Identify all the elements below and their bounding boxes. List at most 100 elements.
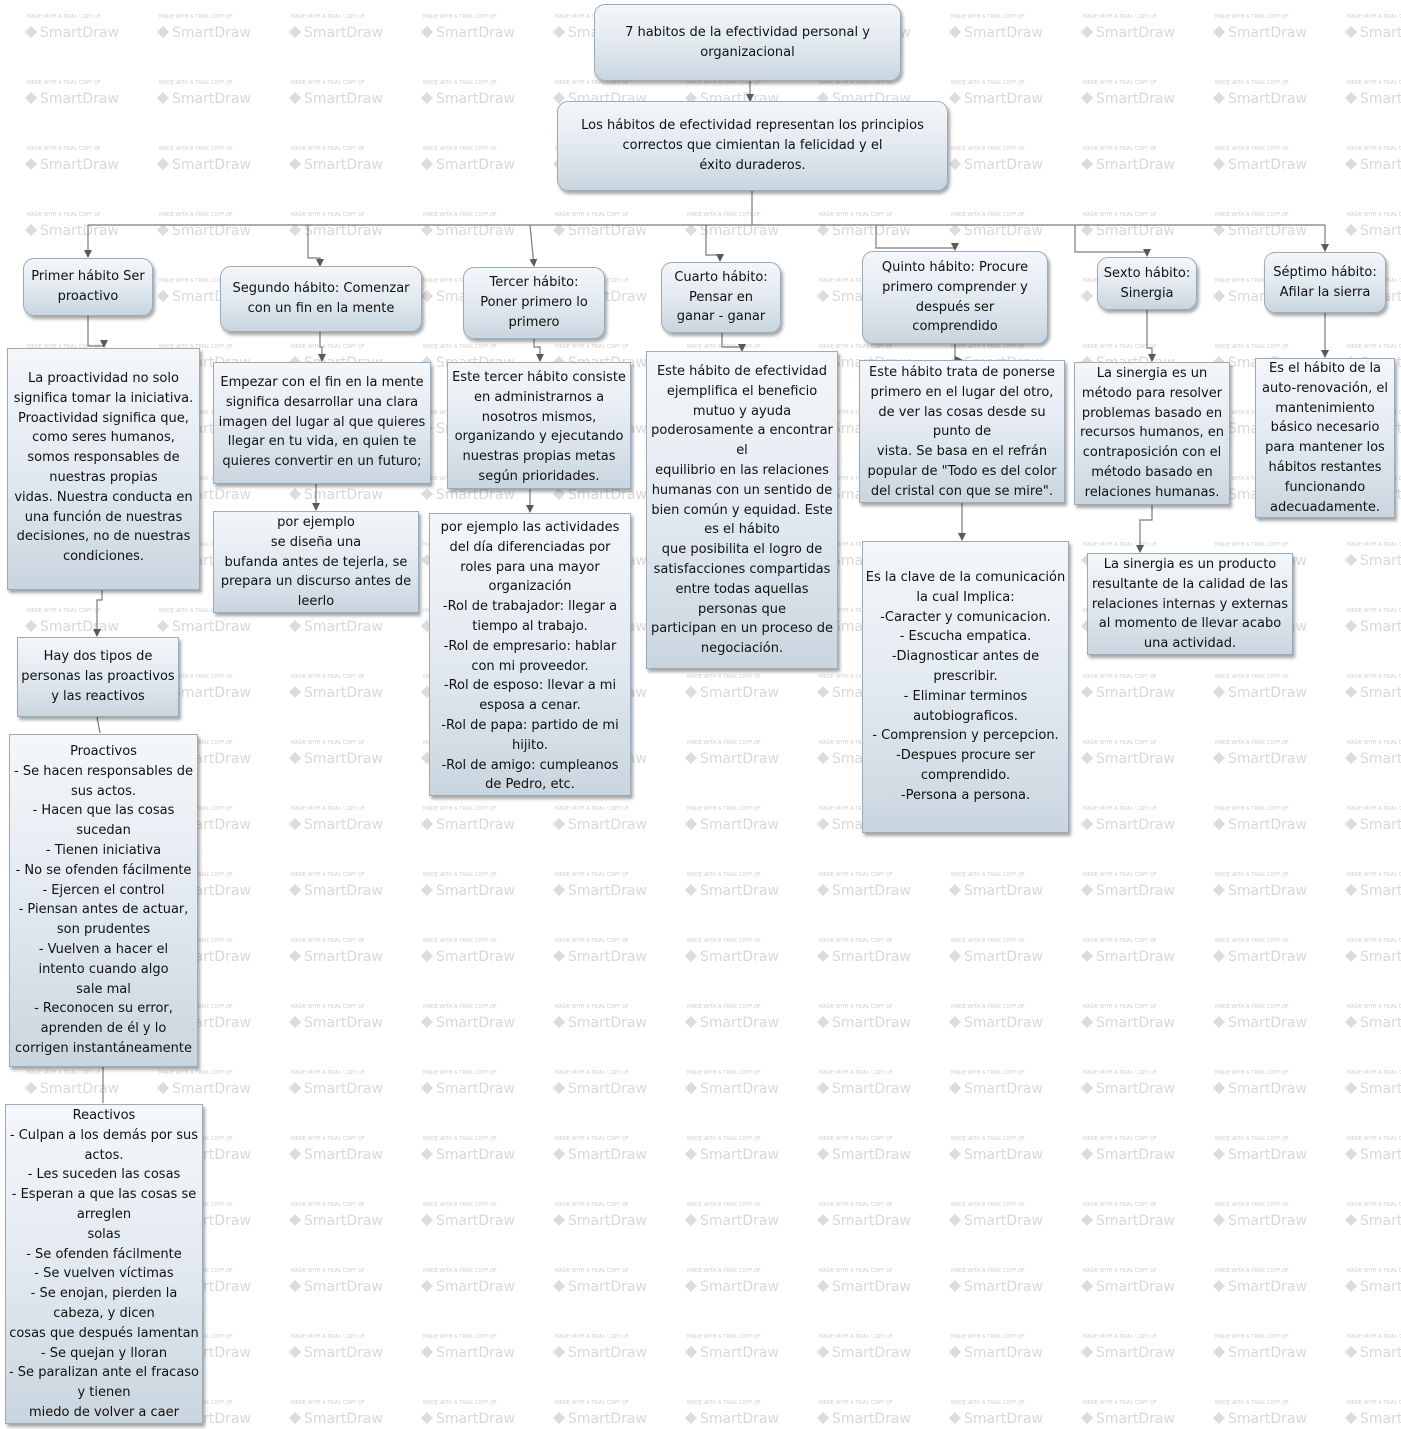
watermark-small-text: MADE WITH A TRIAL COPY OF [687, 674, 761, 680]
smartdraw-logo-icon [289, 752, 301, 764]
watermark-small-text: MADE WITH A TRIAL COPY OF [1215, 212, 1289, 218]
watermark-small-text: MADE WITH A TRIAL COPY OF [951, 1268, 1025, 1274]
watermark-small-text: MADE WITH A TRIAL COPY OF [423, 806, 497, 812]
smartdraw-logo-icon [421, 26, 433, 38]
smartdraw-logo-icon [817, 224, 829, 236]
watermark-brand-text: SmartDraw [700, 1015, 779, 1031]
smartdraw-logo-icon [685, 884, 697, 896]
watermark-small-text: MADE WITH A TRIAL COPY OF [819, 938, 893, 944]
watermark-small-text: MADE WITH A TRIAL COPY OF [423, 1334, 497, 1340]
watermark-small-text: MADE WITH A TRIAL COPY OF [1215, 938, 1289, 944]
watermark-small-text: MADE WITH A TRIAL COPY OF [291, 344, 365, 350]
smartdraw-logo-icon [553, 950, 565, 962]
watermark-brand-text: SmartDraw [436, 949, 515, 965]
watermark-small-text: MADE WITH A TRIAL COPY OF [819, 1334, 893, 1340]
watermark-brand-text: SmartDraw [964, 1081, 1043, 1097]
watermark-brand-text: SmartDraw [1360, 25, 1401, 41]
watermark-small-text: MADE WITH A TRIAL COPY OF [1083, 674, 1157, 680]
habit5-key: Es la clave de la comunicación la cual I… [865, 570, 1066, 803]
smartdraw-logo-icon [817, 950, 829, 962]
watermark-brand-text: SmartDraw [832, 949, 911, 965]
watermark-brand-text: SmartDraw [1360, 1147, 1401, 1163]
watermark-small-text: MADE WITH A TRIAL COPY OF [159, 278, 233, 284]
habit2-description: Empezar con el fin en la mente significa… [218, 375, 426, 470]
watermark-small-text: MADE WITH A TRIAL COPY OF [423, 212, 497, 218]
smartdraw-logo-icon [553, 224, 565, 236]
smartdraw-logo-icon [685, 1148, 697, 1160]
watermark-small-text: MADE WITH A TRIAL COPY OF [555, 806, 629, 812]
smartdraw-logo-icon [1345, 554, 1357, 566]
watermark-small-text: MADE WITH A TRIAL COPY OF [159, 80, 233, 86]
watermark-brand-text: SmartDraw [1228, 157, 1307, 173]
smartdraw-logo-icon [157, 290, 169, 302]
watermark-brand-text: SmartDraw [304, 91, 383, 107]
connector-intro-bus [88, 190, 1325, 226]
watermark-small-text: MADE WITH A TRIAL COPY OF [1083, 740, 1157, 746]
watermark-brand-text: SmartDraw [1360, 223, 1401, 239]
watermark-small-text: MADE WITH A TRIAL COPY OF [951, 14, 1025, 20]
smartdraw-logo-icon [421, 1280, 433, 1292]
smartdraw-logo-icon [1213, 818, 1225, 830]
habit2-title-box: Segundo hábito: Comenzar con un fin en l… [220, 266, 422, 332]
watermark-small-text: MADE WITH A TRIAL COPY OF [1215, 1334, 1289, 1340]
connector-h1-desc [87, 316, 108, 348]
habit3-description: Este tercer hábito consiste en administr… [452, 370, 626, 484]
watermark-brand-text: SmartDraw [304, 1213, 383, 1229]
watermark-brand-text: SmartDraw [172, 25, 251, 41]
habit3-title-box: Tercer hábito: Poner primero lo primero [463, 267, 605, 339]
watermark-brand-text: SmartDraw [304, 487, 383, 503]
smartdraw-logo-icon [949, 1148, 961, 1160]
watermark-brand-text: SmartDraw [304, 157, 383, 173]
smartdraw-logo-icon [817, 1082, 829, 1094]
watermark-small-text: MADE WITH A TRIAL COPY OF [819, 1268, 893, 1274]
watermark-brand-text: SmartDraw [1228, 223, 1307, 239]
watermark-small-text: MADE WITH A TRIAL COPY OF [423, 872, 497, 878]
watermark-brand-text: SmartDraw [1096, 1081, 1175, 1097]
watermark-small-text: MADE WITH A TRIAL COPY OF [291, 1400, 365, 1406]
watermark-small-text: MADE WITH A TRIAL COPY OF [1215, 1268, 1289, 1274]
watermark-brand-text: SmartDraw [436, 223, 515, 239]
watermark-brand-text: SmartDraw [304, 1345, 383, 1361]
watermark-brand-text: SmartDraw [964, 1015, 1043, 1031]
watermark-brand-text: SmartDraw [700, 817, 779, 833]
watermark-brand-text: SmartDraw [1228, 1345, 1307, 1361]
watermark-brand-text: SmartDraw [1228, 1015, 1307, 1031]
habit1-types-box: Hay dos tipos de personas las proactivos… [17, 637, 179, 717]
watermark-small-text: MADE WITH A TRIAL COPY OF [1215, 278, 1289, 284]
watermark-small-text: MADE WITH A TRIAL COPY OF [819, 1004, 893, 1010]
watermark-small-text: MADE WITH A TRIAL COPY OF [687, 740, 761, 746]
root-title-box: 7 habitos de la efectividad personal y o… [594, 4, 901, 81]
habit5-description: Este hábito trata de ponerse primero en … [867, 365, 1057, 499]
watermark-small-text: MADE WITH A TRIAL COPY OF [423, 80, 497, 86]
watermark-small-text: MADE WITH A TRIAL COPY OF [1347, 806, 1401, 812]
watermark-small-text: MADE WITH A TRIAL COPY OF [27, 14, 101, 20]
watermark-brand-text: SmartDraw [1096, 1015, 1175, 1031]
watermark-small-text: MADE WITH A TRIAL COPY OF [555, 1004, 629, 1010]
watermark-brand-text: SmartDraw [1096, 949, 1175, 965]
